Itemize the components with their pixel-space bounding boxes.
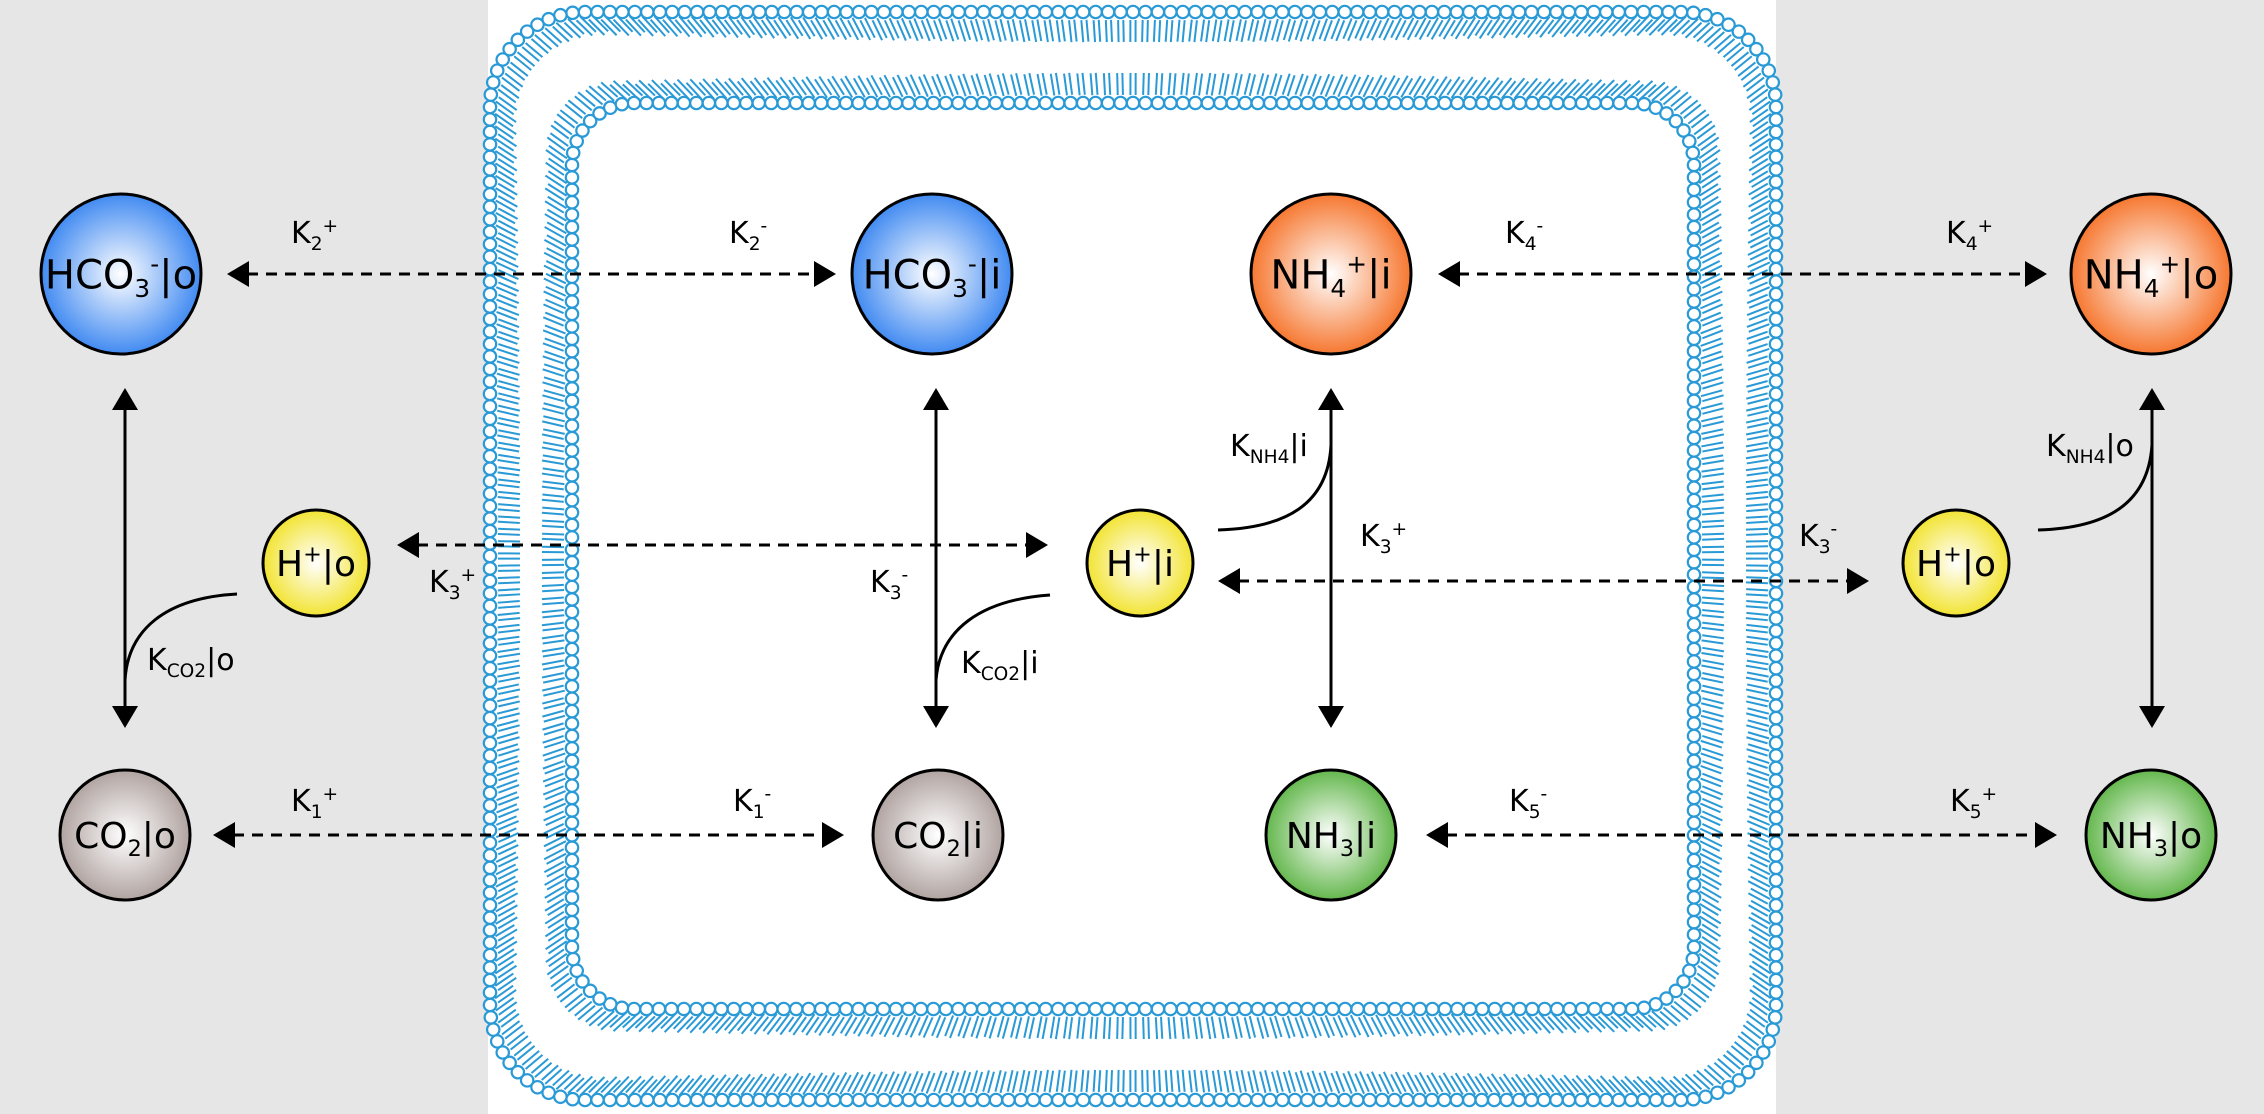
nh4-nh3-inner-arrow-head-up <box>1318 388 1344 410</box>
h-right-exchange-arrow-head-left <box>1218 568 1240 594</box>
k4-minus-label: K4- <box>1505 216 1543 255</box>
k1-plus-label: K1+ <box>291 784 338 823</box>
h-left-exchange-arrow-head-right <box>1026 532 1048 558</box>
extracellular-left-bg <box>0 0 488 1114</box>
h-inner-node: H+|i <box>1085 508 1195 618</box>
nh4-outer-right-node: NH4+|o <box>2069 192 2233 356</box>
k5-plus-label: K5+ <box>1950 784 1997 823</box>
co2-outer-left-node-circle <box>58 768 192 902</box>
hco3-outer-left-node-circle <box>39 192 203 356</box>
hco3-outer-left-node: HCO3-|o <box>39 192 203 356</box>
nh4-inner-node-label: NH4+|i <box>1270 249 1391 303</box>
nh4-exchange-arrow-head-left <box>1438 261 1460 287</box>
hco3-inner-node: HCO3-|i <box>850 192 1014 356</box>
nh4-exchange-arrow-head-right <box>2025 261 2047 287</box>
h-outer-right-node-circle <box>1901 508 2011 618</box>
hco3-exchange-arrow-head-right <box>814 261 836 287</box>
hco3-inner-node-circle <box>850 192 1014 356</box>
hco3-exchange-arrow-head-left <box>227 261 249 287</box>
co2-inner-node-label: CO2|i <box>893 816 983 862</box>
nh3-inner-node-circle <box>1264 768 1398 902</box>
hco3-outer-left-node-label: HCO3-|o <box>45 249 197 303</box>
nh4-nh3-inner-arrow-head-down <box>1318 706 1344 728</box>
knh4-inner-label: KNH4|i <box>1230 429 1308 468</box>
k3-plus-left-label: K3+ <box>429 565 476 604</box>
k2-plus-label: K2+ <box>291 216 338 255</box>
h-left-exchange-arrow-head-left <box>397 532 419 558</box>
co2-inner-node: CO2|i <box>871 768 1005 902</box>
k3-minus-right-label: K3- <box>1799 519 1837 558</box>
k1-minus-label: K1- <box>733 784 771 823</box>
h-outer-left-node-circle <box>261 508 371 618</box>
lipid-bilayer-membrane <box>482 4 1784 1108</box>
reaction-arrows <box>112 261 2165 848</box>
hco3-inner-node-label: HCO3-|i <box>863 249 1002 303</box>
h-join-center-curve <box>934 593 1051 681</box>
k3-plus-center-label: K3+ <box>1360 519 1407 558</box>
rate-labels: K2+ K2- K4- K4+ K3+ K3- K3+ K3- K1+ K1- K5- K5+ KCO2… <box>147 216 2134 823</box>
co2-inner-node-circle <box>871 768 1005 902</box>
co2-hco3-outer-left-arrow-head-up <box>112 388 138 410</box>
nh3-exchange-arrow-head-left <box>1426 822 1448 848</box>
extracellular-right-bg <box>1776 0 2264 1114</box>
h-join-left-curve <box>123 592 238 681</box>
co2-hco3-inner-arrow-head-down <box>923 706 949 728</box>
co2-outer-left-node-label: CO2|o <box>74 816 176 862</box>
co2-exchange-arrow-head-right <box>822 822 844 848</box>
nh3-outer-right-node-label: NH3|o <box>2100 816 2202 862</box>
nh3-inner-node: NH3|i <box>1264 768 1398 902</box>
species-nodes: HCO3-|o HCO3-|i NH4+|i NH4+|oH+|o H+|i H+|oCO… <box>39 192 2233 902</box>
h-outer-left-node: H+|o <box>261 508 371 618</box>
co2-hco3-inner-arrow-head-up <box>923 388 949 410</box>
k2-minus-label: K2- <box>729 216 767 255</box>
nh4-outer-right-node-circle <box>2069 192 2233 356</box>
k3-minus-left-label: K3- <box>870 565 908 604</box>
h-inner-node-circle <box>1085 508 1195 618</box>
k5-minus-label: K5- <box>1509 784 1547 823</box>
h-join-inner-nh4-curve <box>1217 444 1333 532</box>
nh3-inner-node-label: NH3|i <box>1286 816 1376 862</box>
nh4-inner-node: NH4+|i <box>1249 192 1413 356</box>
nh4-inner-node-circle <box>1249 192 1413 356</box>
knh4-outer-label: KNH4|o <box>2046 429 2134 468</box>
nh4-nh3-outer-right-arrow-head-up <box>2139 388 2165 410</box>
h-right-exchange-arrow-head-right <box>1847 568 1869 594</box>
nh3-exchange-arrow-head-right <box>2035 822 2057 848</box>
k4-plus-label: K4+ <box>1946 216 1993 255</box>
nh4-nh3-outer-right-arrow-head-down <box>2139 706 2165 728</box>
nh3-outer-right-node: NH3|o <box>2084 768 2218 902</box>
co2-outer-left-node: CO2|o <box>58 768 192 902</box>
kco2-outer-label: KCO2|o <box>147 643 235 682</box>
kco2-inner-label: KCO2|i <box>961 646 1039 685</box>
nh4-outer-right-node-label: NH4+|o <box>2084 249 2219 303</box>
h-join-outer-nh4-curve <box>2037 444 2154 532</box>
h-outer-right-node: H+|o <box>1901 508 2011 618</box>
h-outer-left-node-label: H+|o <box>276 542 356 585</box>
h-outer-right-node-label: H+|o <box>1916 542 1996 585</box>
nh3-outer-right-node-circle <box>2084 768 2218 902</box>
h-inner-node-label: H+|i <box>1106 542 1174 585</box>
co2-exchange-arrow-head-left <box>213 822 235 848</box>
co2-hco3-outer-left-arrow-head-down <box>112 706 138 728</box>
